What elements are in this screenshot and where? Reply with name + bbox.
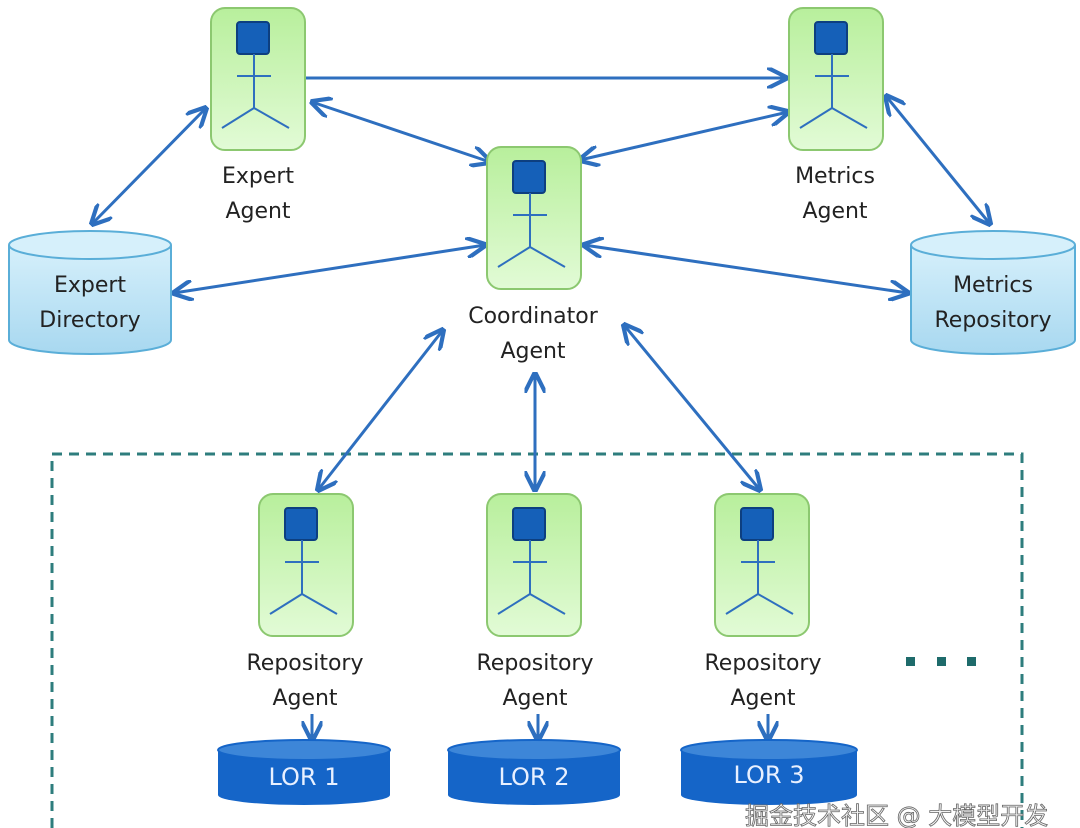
database-label: Repository [935, 308, 1052, 333]
agent-icon [258, 493, 354, 637]
ellipsis-dot [906, 657, 915, 666]
agent-label: Repository [705, 651, 822, 676]
metrics-repository-database: Metrics Repository [910, 230, 1076, 355]
agent-label: Agent [502, 686, 567, 711]
watermark: 掘金技术社区 @ 大模型开发 [745, 802, 1048, 828]
ellipsis-dot [967, 657, 976, 666]
agent-label: Agent [225, 199, 290, 224]
arrow-coordinator-repository-3 [624, 325, 760, 490]
arrows [92, 78, 990, 740]
database-label: Expert [54, 273, 126, 298]
agent-label: Agent [272, 686, 337, 711]
arrow-metrics-repository [886, 96, 990, 224]
agent-label: Repository [247, 651, 364, 676]
repository-agent-3: Repository Agent [705, 493, 822, 711]
lor-3-database: LOR 3 [680, 739, 858, 805]
ellipsis-dot [937, 657, 946, 666]
agent-label: Agent [730, 686, 795, 711]
lor-label: LOR 1 [269, 763, 340, 791]
more-agents-ellipsis [906, 657, 976, 666]
agent-icon [788, 7, 884, 151]
expert-directory-database: Expert Directory [8, 230, 172, 355]
arrow-expert-coordinator [312, 102, 490, 162]
agent-label: Coordinator [468, 304, 599, 329]
agent-icon [210, 7, 306, 151]
lor-label: LOR 2 [499, 763, 570, 791]
arrow-coordinator-expert-directory [174, 245, 485, 293]
agent-label: Metrics [795, 164, 875, 189]
database-label: Metrics [953, 273, 1033, 298]
metrics-agent: Metrics Agent [788, 7, 884, 224]
arrow-coordinator-repository-1 [318, 330, 443, 490]
expert-agent: Expert Agent [210, 7, 306, 224]
agent-label: Repository [477, 651, 594, 676]
arrow-coordinator-metrics-repository [584, 245, 908, 293]
agent-label: Expert [222, 164, 294, 189]
coordinator-agent: Coordinator Agent [468, 146, 599, 364]
agent-icon [486, 146, 582, 290]
arrow-coordinator-metrics [580, 112, 788, 160]
repository-agent-2: Repository Agent [477, 493, 594, 711]
lor-label: LOR 3 [734, 761, 805, 789]
database-label: Directory [39, 308, 140, 333]
agent-icon [486, 493, 582, 637]
agent-icon [714, 493, 810, 637]
agent-label: Agent [500, 339, 565, 364]
repository-agent-1: Repository Agent [247, 493, 364, 711]
lor-2-database: LOR 2 [447, 739, 621, 805]
lor-1-database: LOR 1 [217, 739, 391, 805]
agent-label: Agent [802, 199, 867, 224]
arrow-expert-directory [92, 108, 206, 224]
